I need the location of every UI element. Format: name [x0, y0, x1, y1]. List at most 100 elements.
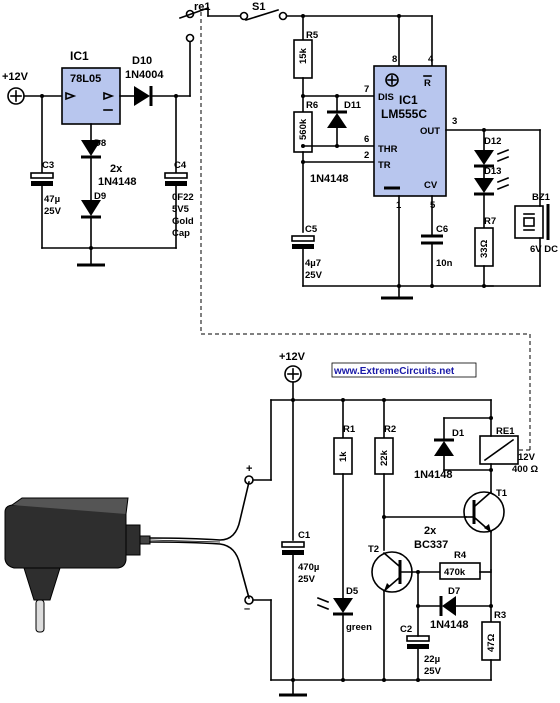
- capacitor-c1: C1 470µ 25V: [281, 530, 319, 585]
- relay-contact-label: re1: [194, 1, 211, 13]
- svg-text:22µ: 22µ: [424, 654, 440, 665]
- supply-terminal-bottom: +12V: [279, 351, 306, 383]
- svg-text:47Ω: 47Ω: [486, 633, 497, 652]
- relay-coil-re1: RE1 12V 400 Ω: [479, 426, 538, 475]
- svg-text:8: 8: [392, 54, 397, 65]
- diode-d11: D11: [327, 100, 362, 128]
- switch-s1-label: S1: [252, 1, 265, 13]
- svg-text:R: R: [424, 78, 431, 89]
- svg-text:3: 3: [452, 116, 457, 127]
- svg-text:6: 6: [364, 134, 369, 145]
- svg-text:C2: C2: [400, 624, 412, 635]
- capacitor-c3: C3 47µ 25V: [30, 160, 62, 217]
- svg-text:4µ7: 4µ7: [305, 258, 321, 269]
- svg-text:12V: 12V: [518, 452, 536, 463]
- capacitor-c6: C6 10n: [421, 224, 453, 269]
- website-url: www.ExtremeCircuits.net: [333, 366, 455, 377]
- svg-text:D9: D9: [94, 191, 106, 202]
- wall-adapter-illustration: [4, 481, 250, 633]
- svg-text:5V5: 5V5: [172, 204, 190, 215]
- svg-text:BZ1: BZ1: [532, 192, 551, 203]
- relay-contact-arm: [178, 6, 210, 20]
- diodes-count: 2x: [110, 163, 123, 175]
- svg-text:T2: T2: [368, 544, 379, 555]
- svg-text:RE1: RE1: [496, 426, 515, 437]
- svg-text:470µ: 470µ: [298, 562, 319, 573]
- svg-text:R2: R2: [384, 424, 396, 435]
- buzzer-bz1: BZ1 6V DC: [514, 192, 558, 255]
- svg-text:TR: TR: [378, 160, 391, 171]
- led-d13: D13: [474, 166, 510, 196]
- resistor-r4: R4 470k: [439, 550, 481, 580]
- svg-text:D12: D12: [484, 136, 501, 147]
- svg-text:R6: R6: [306, 100, 318, 111]
- svg-text:C4: C4: [174, 160, 187, 171]
- supply-terminal-top: +12V: [2, 71, 29, 105]
- resistor-r7: R7 33Ω: [474, 216, 496, 267]
- svg-text:25V: 25V: [44, 206, 62, 217]
- svg-text:C5: C5: [305, 224, 318, 235]
- svg-text:C6: C6: [436, 224, 448, 235]
- transistor-t1: T1: [463, 488, 508, 534]
- svg-text:5: 5: [430, 200, 436, 211]
- resistor-r6: R6 560k: [293, 100, 318, 153]
- regulator-name: IC1: [70, 49, 89, 63]
- svg-text:LM555C: LM555C: [381, 107, 427, 121]
- diode-d10: D10 1N4004: [125, 55, 164, 106]
- svg-text:7: 7: [364, 84, 369, 95]
- svg-text:D5: D5: [346, 586, 359, 597]
- svg-text:R3: R3: [494, 610, 506, 621]
- svg-text:2: 2: [364, 150, 369, 161]
- svg-text:R7: R7: [484, 216, 496, 227]
- svg-text:D7: D7: [448, 586, 460, 597]
- diodes-part: 1N4148: [98, 176, 137, 188]
- svg-text:400 Ω: 400 Ω: [512, 464, 538, 475]
- svg-text:R1: R1: [343, 424, 356, 435]
- svg-text:25V: 25V: [424, 666, 442, 677]
- svg-text:25V: 25V: [305, 270, 323, 281]
- svg-text:1k: 1k: [338, 451, 349, 462]
- svg-text:4: 4: [428, 54, 434, 65]
- svg-text:Gold: Gold: [172, 216, 194, 227]
- diode-d9: D9: [81, 191, 106, 219]
- svg-text:DIS: DIS: [378, 92, 394, 103]
- svg-text:D13: D13: [484, 166, 501, 177]
- svg-text:R5: R5: [306, 30, 319, 41]
- svg-text:25V: 25V: [298, 574, 316, 585]
- svg-text:D10: D10: [132, 55, 152, 67]
- resistor-r1: R1 1k: [333, 424, 356, 475]
- svg-text:15k: 15k: [298, 47, 309, 64]
- led-d12: D12: [474, 136, 510, 168]
- supply-label-top: +12V: [2, 71, 29, 83]
- svg-text:D11: D11: [344, 100, 362, 111]
- svg-text:C1: C1: [298, 530, 311, 541]
- svg-text:1N4148: 1N4148: [414, 469, 453, 481]
- svg-text:47µ: 47µ: [44, 194, 60, 205]
- regulator-78l05: IC1 78L05: [61, 49, 121, 125]
- svg-text:C3: C3: [42, 160, 54, 171]
- svg-text:IC1: IC1: [399, 93, 418, 107]
- svg-text:T1: T1: [496, 488, 508, 499]
- svg-text:THR: THR: [378, 144, 398, 155]
- svg-text:+: +: [246, 463, 252, 475]
- svg-text:33Ω: 33Ω: [479, 239, 490, 258]
- svg-text:CV: CV: [424, 180, 438, 191]
- svg-text:560k: 560k: [298, 118, 309, 140]
- svg-text:1N4004: 1N4004: [125, 69, 164, 81]
- svg-text:470k: 470k: [444, 567, 466, 578]
- svg-text:R4: R4: [454, 550, 467, 561]
- transistors-part: BC337: [414, 539, 448, 551]
- svg-text:Cap: Cap: [172, 228, 190, 239]
- svg-text:–: –: [244, 603, 250, 615]
- svg-text:22k: 22k: [379, 449, 390, 466]
- led-d5: D5 green: [316, 586, 372, 633]
- svg-text:1N4148: 1N4148: [430, 619, 469, 631]
- svg-text:0F22: 0F22: [172, 192, 194, 203]
- svg-text:OUT: OUT: [420, 126, 440, 137]
- resistor-r2: R2 22k: [374, 424, 396, 475]
- svg-text:D1: D1: [452, 428, 465, 439]
- capacitor-c2: C2 22µ 25V: [400, 624, 442, 677]
- capacitor-c5: C5 4µ7 25V: [291, 224, 323, 281]
- switch-s1-arm: [244, 8, 280, 22]
